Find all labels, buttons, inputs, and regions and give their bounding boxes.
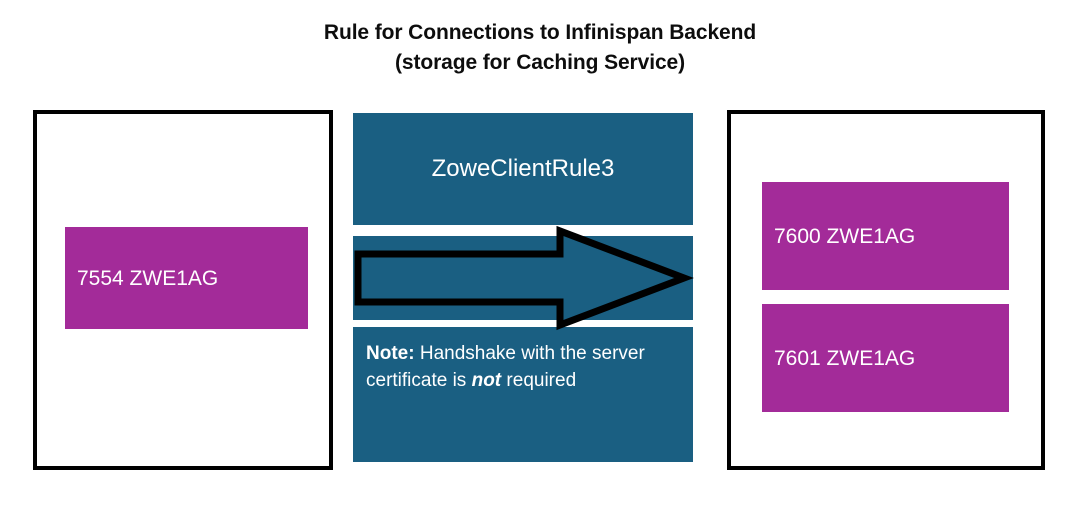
flow-arrow-shape — [354, 225, 694, 331]
rule-note-body-before: Handshake with the server certificate is — [366, 343, 645, 391]
flow-arrow-icon — [354, 225, 694, 331]
server-port-label-7600: 7600 ZWE1AG — [774, 224, 916, 248]
page-title: Rule for Connections to Infinispan Backe… — [0, 18, 1080, 78]
rule-note-text: Note: Handshake with the server certific… — [366, 340, 677, 394]
rule-header-panel: ZoweClientRule3 — [353, 113, 693, 225]
server-node-box: 7600 ZWE1AG 7601 ZWE1AG — [727, 110, 1045, 470]
client-port-label-7554: 7554 ZWE1AG — [77, 266, 219, 290]
server-port-chip-7601: 7601 ZWE1AG — [762, 304, 1009, 412]
rule-note-emphasis: not — [471, 370, 502, 391]
rule-note-body-after: required — [501, 370, 577, 391]
rule-note-prefix: Note: — [366, 343, 415, 364]
server-port-label-7601: 7601 ZWE1AG — [774, 346, 916, 370]
server-port-chip-7600: 7600 ZWE1AG — [762, 182, 1009, 290]
rule-name-label: ZoweClientRule3 — [431, 155, 615, 182]
page-title-line-2: (storage for Caching Service) — [394, 51, 685, 74]
rule-note-panel: Note: Handshake with the server certific… — [353, 327, 693, 462]
page-title-line-1: Rule for Connections to Infinispan Backe… — [323, 21, 757, 44]
client-port-chip-7554: 7554 ZWE1AG — [65, 227, 308, 329]
client-node-box: 7554 ZWE1AG — [33, 110, 333, 470]
